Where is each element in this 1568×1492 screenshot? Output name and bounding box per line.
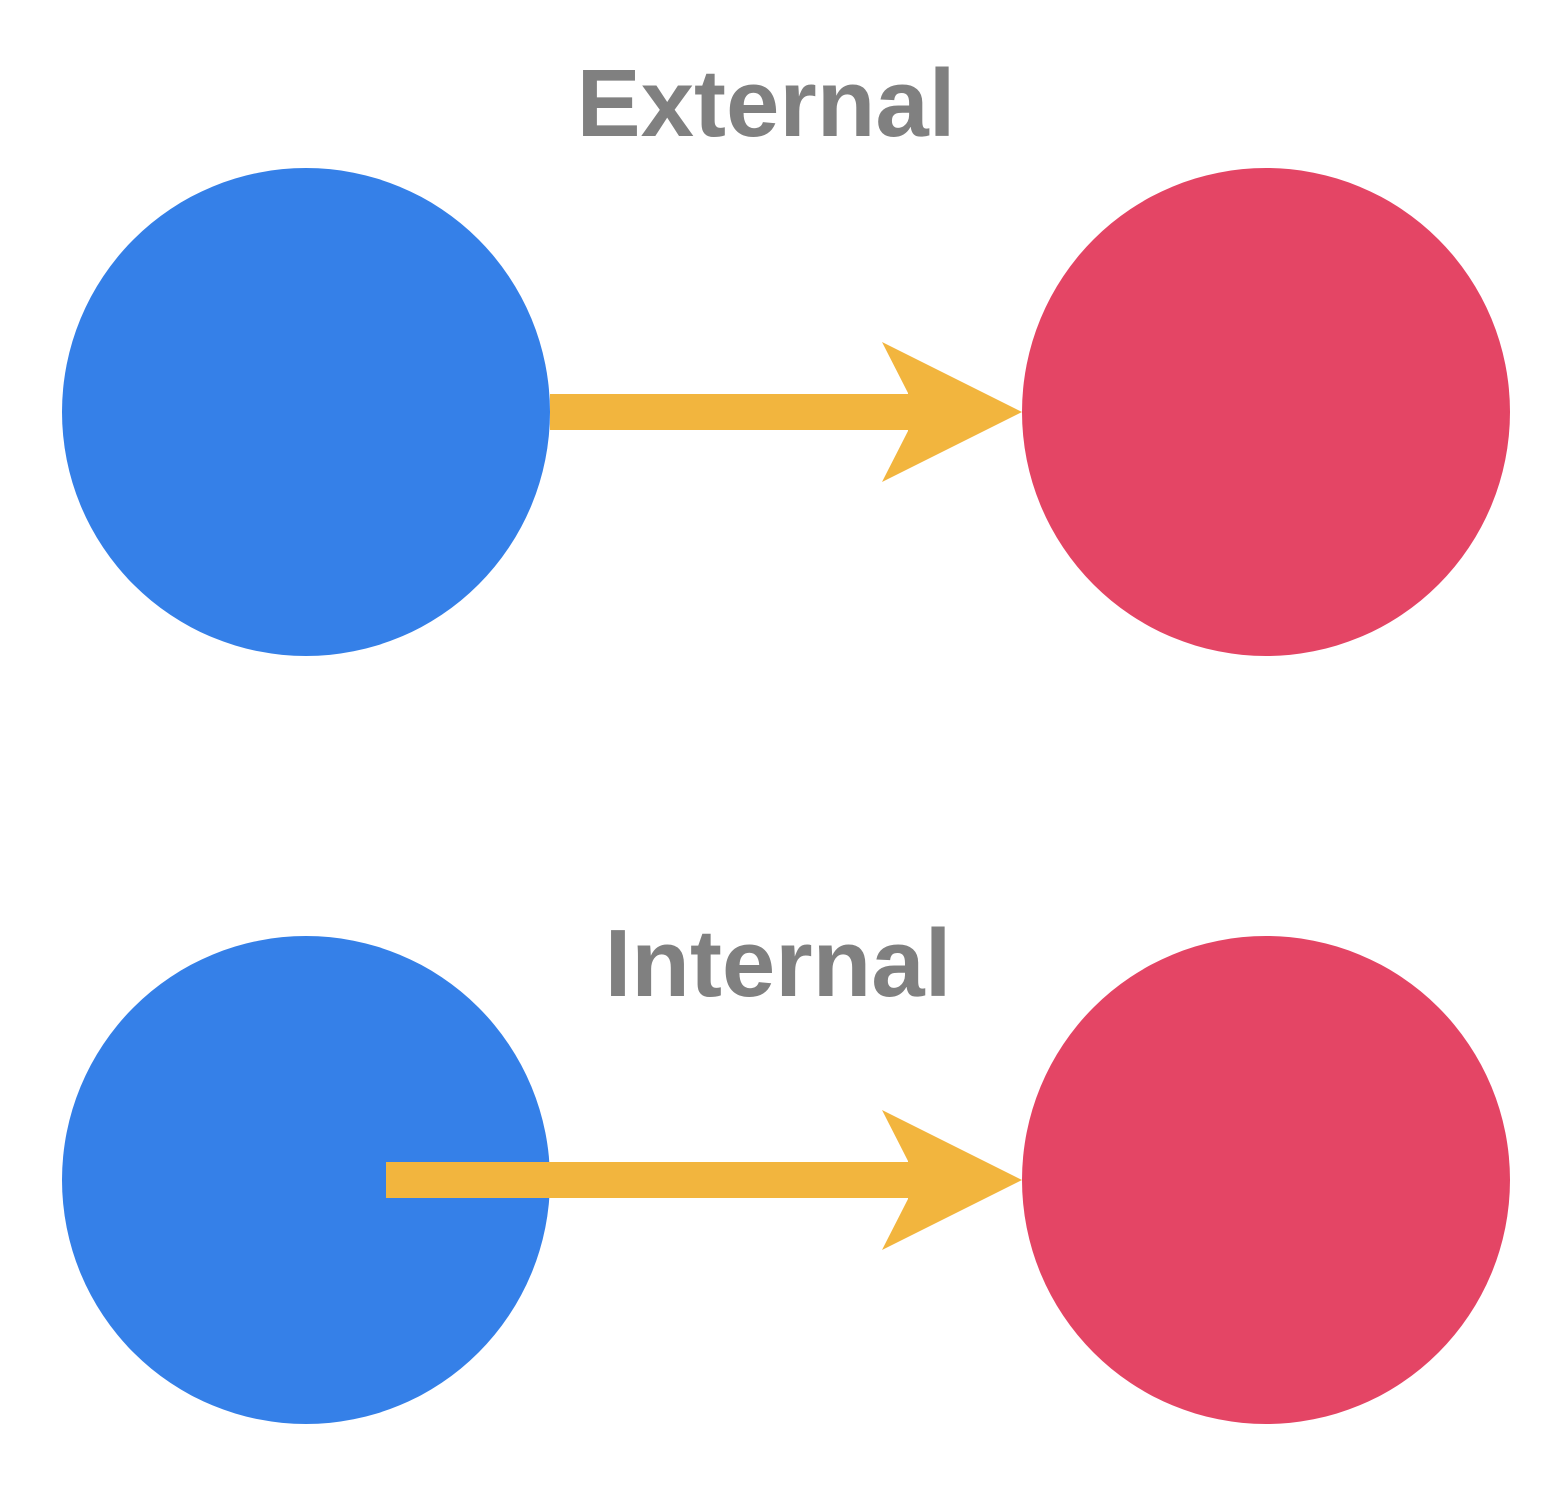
internal-label: Internal <box>605 910 952 1017</box>
external-source-node <box>62 168 550 656</box>
internal-panel: Internal <box>62 910 1510 1424</box>
internal-target-node <box>1022 936 1510 1424</box>
internal-arrow <box>386 1110 1022 1250</box>
external-target-node <box>1022 168 1510 656</box>
external-panel: External <box>62 50 1510 656</box>
external-label: External <box>577 50 956 157</box>
internal-arrowhead-icon <box>882 1110 1022 1250</box>
external-arrow-shaft <box>550 394 910 430</box>
external-arrowhead-icon <box>882 342 1022 482</box>
internal-arrow-shaft <box>386 1162 910 1198</box>
internal-source-node <box>62 936 550 1424</box>
external-arrow <box>550 342 1022 482</box>
